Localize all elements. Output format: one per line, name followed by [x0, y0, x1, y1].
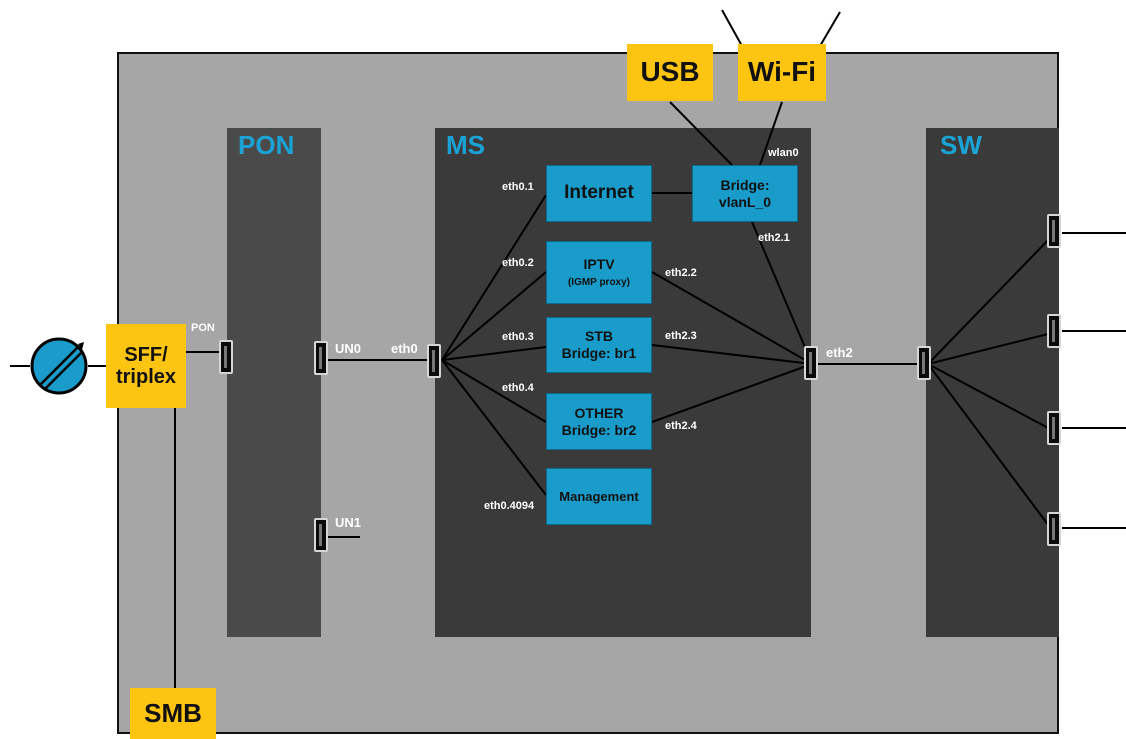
smb-label: SMB: [144, 698, 202, 729]
eth2-label: eth2: [826, 345, 853, 360]
wifi-bridge-line: [759, 101, 783, 166]
switch-port-3-label: 3: [1074, 511, 1081, 523]
switch-port0-line: [927, 235, 1053, 365]
eth0-label: eth0: [391, 341, 418, 356]
usb-bridge-line: [669, 101, 733, 166]
usb-label: USB: [640, 56, 700, 88]
eth0-internet-line: [441, 194, 547, 361]
wifi-box: Wi-Fi: [738, 44, 826, 101]
iptv-box: IPTV (IGMP proxy): [546, 241, 652, 304]
eth2-4-label: eth2.4: [665, 420, 697, 432]
bridge-label: Bridge:: [720, 176, 770, 193]
stb-label: STB: [585, 328, 613, 345]
stb-box: STB Bridge: br1: [546, 317, 652, 373]
switch-port-2-label: 2: [1074, 410, 1081, 422]
eth0-port: [427, 344, 441, 378]
wifi-label: Wi-Fi: [747, 56, 817, 88]
un1-label: UN1: [335, 515, 362, 530]
optical-connector-icon: [30, 337, 88, 395]
eth0-stb-line: [441, 346, 547, 361]
pon-panel: [227, 128, 321, 637]
un0-label: UN0: [335, 341, 362, 356]
eth0-3-label: eth0.3: [502, 331, 534, 343]
eth0-4-label: eth0.4: [502, 382, 534, 394]
management-box: Management: [546, 468, 652, 525]
switch-port-1: [1047, 314, 1061, 348]
switch-uplink-port: [917, 346, 931, 380]
other-eth2-line: [651, 363, 813, 423]
sff-label-line1: SFF/: [124, 344, 168, 366]
eth2-port: [804, 346, 818, 380]
wifi-antenna-right: [819, 11, 841, 47]
sw-panel: [926, 128, 1059, 637]
bridge-sublabel: vlanL_0: [718, 193, 772, 210]
pon-port: [219, 340, 233, 374]
switch-port-0-label: 0: [1074, 214, 1081, 226]
iptv-label: IPTV: [583, 256, 615, 273]
switch-port2-line: [927, 363, 1053, 431]
other-label: OTHER: [574, 404, 624, 421]
other-box: OTHER Bridge: br2: [546, 393, 652, 450]
sw-panel-title: SW: [940, 130, 982, 160]
eth2-1-label: eth2.1: [758, 232, 790, 244]
eth0-management-line: [441, 359, 547, 496]
other-sublabel: Bridge: br2: [561, 421, 637, 438]
pon-port-label: PON: [191, 322, 215, 334]
sff-triplex-box: SFF/ triplex: [106, 324, 186, 408]
eth0-4094-label: eth0.4094: [484, 500, 535, 512]
switch-port-2: [1047, 411, 1061, 445]
switch-port-3: [1047, 512, 1061, 546]
iptv-eth2-line: [651, 271, 813, 365]
wifi-antenna-left: [721, 9, 743, 47]
eth0-iptv-line: [441, 271, 547, 361]
stb-eth2-line: [651, 344, 813, 365]
usb-box: USB: [627, 44, 713, 101]
internet-box: Internet: [546, 165, 652, 222]
iptv-sublabel: (IGMP proxy): [567, 276, 631, 288]
switch-port3-line: [927, 363, 1053, 531]
eth0-other-line: [441, 359, 547, 423]
un1-port: [314, 518, 328, 552]
internet-label: Internet: [564, 182, 634, 204]
eth2-3-label: eth2.3: [665, 330, 697, 342]
eth0-1-label: eth0.1: [502, 181, 534, 193]
ms-panel-title: MS: [446, 130, 485, 160]
smb-box: SMB: [130, 688, 216, 739]
stb-sublabel: Bridge: br1: [561, 345, 637, 361]
bridge-box: Bridge: vlanL_0: [692, 165, 798, 222]
switch-port-0: [1047, 214, 1061, 248]
bridge-eth2-line: [751, 221, 813, 365]
management-label: Management: [559, 488, 639, 504]
switch-port1-line: [927, 332, 1053, 365]
un0-port: [314, 341, 328, 375]
sff-label-line2: triplex: [115, 366, 177, 388]
eth0-2-label: eth0.2: [502, 257, 534, 269]
wlan0-label: wlan0: [768, 147, 799, 159]
switch-port-1-label: 1: [1074, 313, 1081, 325]
eth2-2-label: eth2.2: [665, 267, 697, 279]
pon-panel-title: PON: [238, 130, 295, 160]
